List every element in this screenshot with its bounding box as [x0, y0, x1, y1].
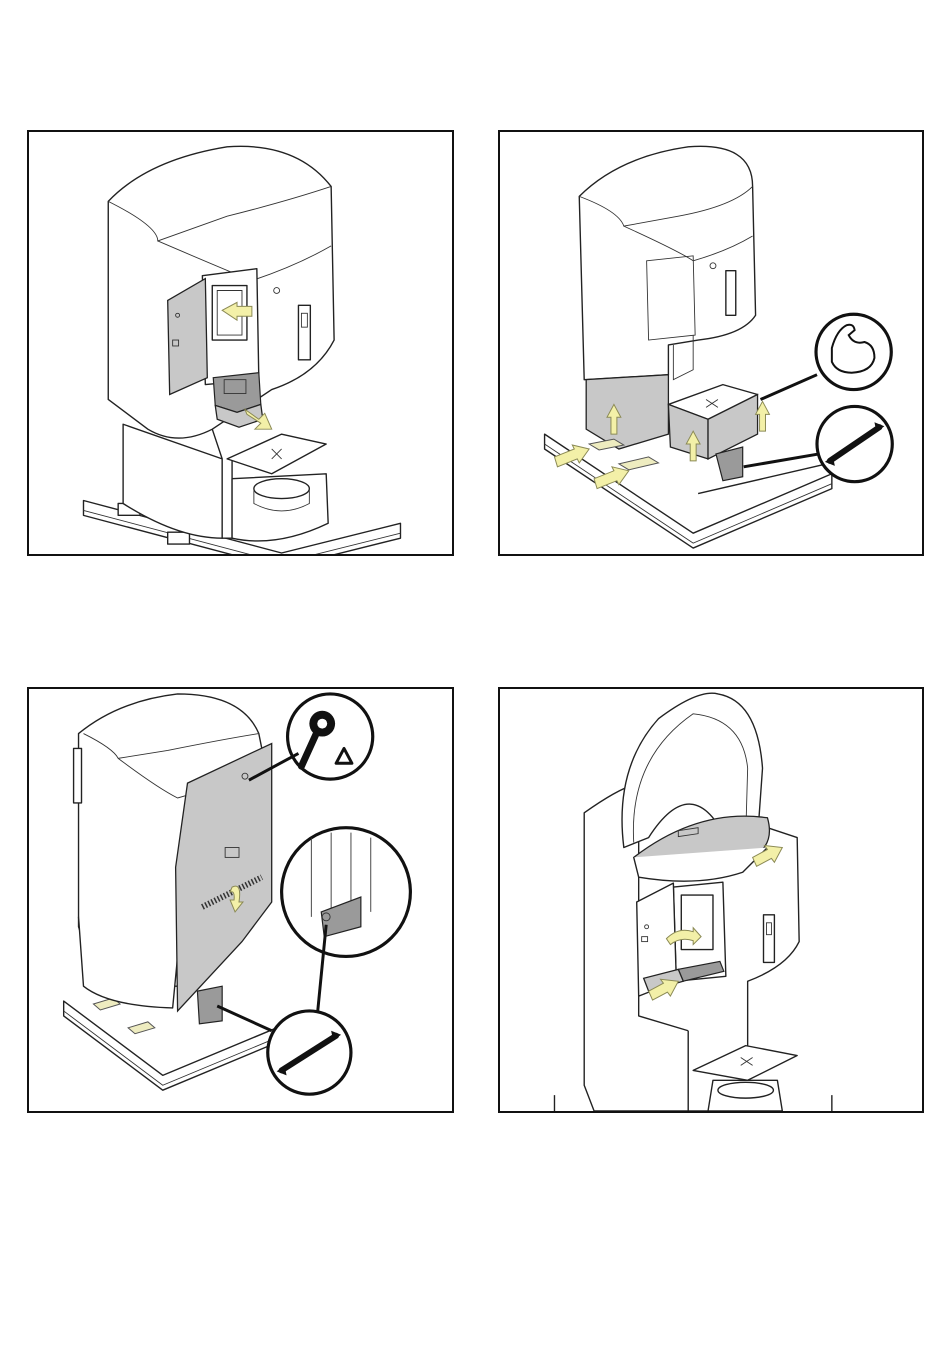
panel-open-door [27, 130, 454, 556]
panel-lift-off-pallet [498, 130, 924, 556]
machine-illustration-4 [500, 689, 922, 1111]
machine-illustration-1 [29, 132, 452, 554]
machine-illustration-2 [500, 132, 922, 554]
panel-open-lid [498, 687, 924, 1113]
panel-remove-side-panel [27, 687, 454, 1113]
detail-magnifier-icon [282, 828, 411, 957]
machine-illustration-3 [29, 689, 452, 1111]
